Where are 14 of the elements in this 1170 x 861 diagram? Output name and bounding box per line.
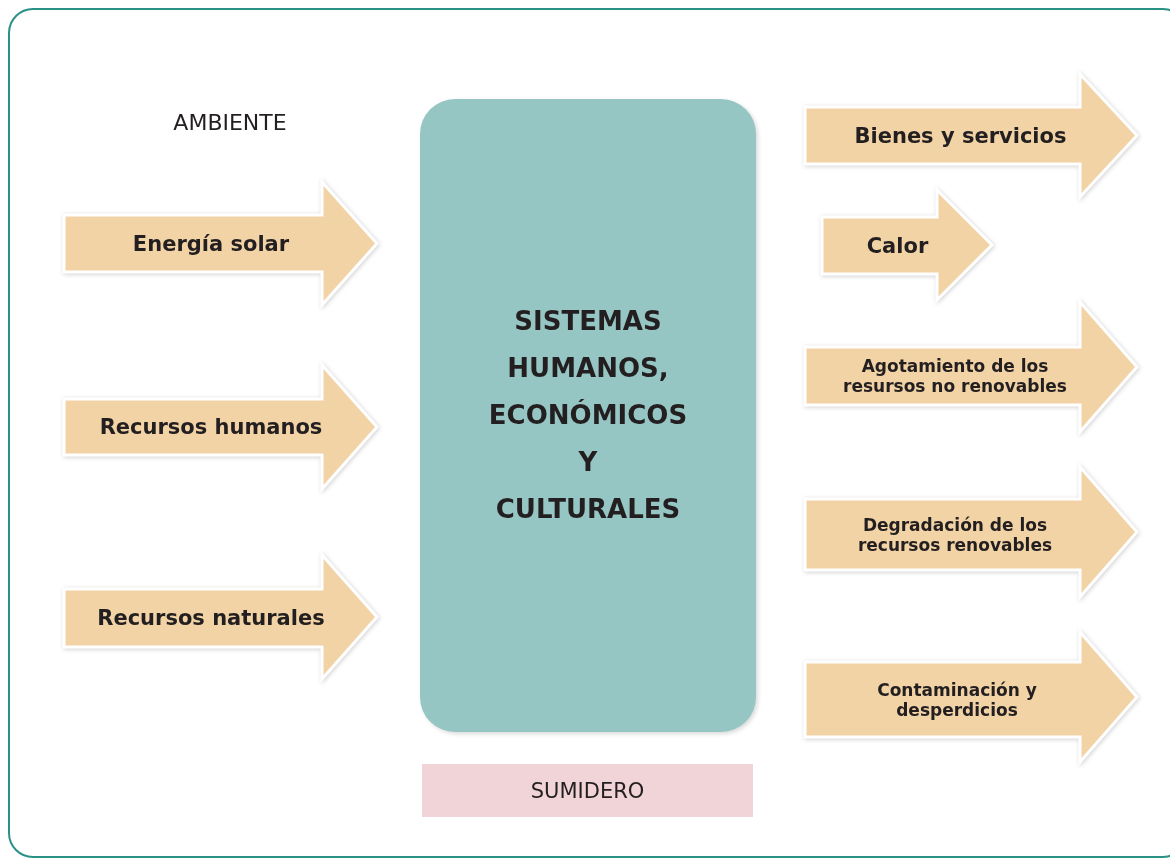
process-box — [422, 764, 753, 817]
node-label: SISTEMAS HUMANOS, ECONÓMICOS Y CULTURALES — [487, 305, 689, 526]
frame-panel — [8, 8, 1170, 858]
node-label: Degradación de los recursos renovables — [856, 514, 1054, 555]
node-label: Recursos naturales — [97, 606, 325, 630]
heading: AMBIENTE — [173, 110, 287, 135]
node-label: Recursos humanos — [99, 415, 323, 439]
node-label: Contaminación y desperdicios — [876, 679, 1038, 720]
node-label: Energía solar — [132, 231, 290, 256]
node-label: Bienes y servicios — [854, 123, 1067, 148]
process-box — [420, 99, 756, 732]
node-label: Calor — [866, 233, 929, 258]
node-label: Agotamiento de los resursos no renovables — [842, 356, 1068, 396]
node-label: SUMIDERO — [530, 778, 645, 803]
